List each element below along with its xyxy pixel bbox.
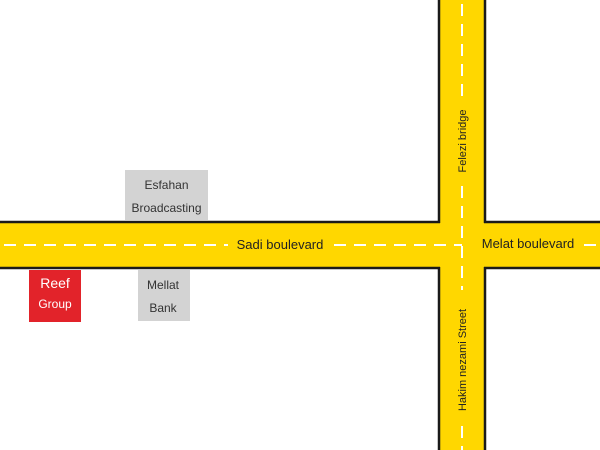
hakim-nezami-street-label: Hakim nezami Street — [457, 309, 469, 411]
melat-boulevard-label: Melat boulevard — [482, 236, 575, 251]
horizontal-road — [0, 222, 600, 268]
esfahan-broadcasting-landmark: Esfahan Broadcasting — [125, 170, 208, 220]
mellat-bank-box — [138, 270, 190, 321]
felezi-bridge-label: Felezi bridge — [457, 110, 469, 173]
mellat-bank-label-line2: Bank — [149, 301, 177, 315]
sadi-boulevard-label: Sadi boulevard — [237, 237, 324, 252]
mellat-bank-landmark: Mellat Bank — [138, 270, 190, 321]
esfahan-broadcasting-label-line1: Esfahan — [144, 178, 188, 192]
lane-markings — [4, 4, 600, 450]
mellat-bank-label-line1: Mellat — [147, 278, 180, 292]
reef-group-label-line1: Reef — [40, 275, 70, 291]
reef-group-label-line2: Group — [38, 297, 72, 311]
reef-group-box — [29, 270, 81, 322]
reef-group-landmark: Reef Group — [29, 270, 81, 322]
esfahan-broadcasting-box — [125, 170, 208, 220]
esfahan-broadcasting-label-line2: Broadcasting — [131, 201, 201, 215]
